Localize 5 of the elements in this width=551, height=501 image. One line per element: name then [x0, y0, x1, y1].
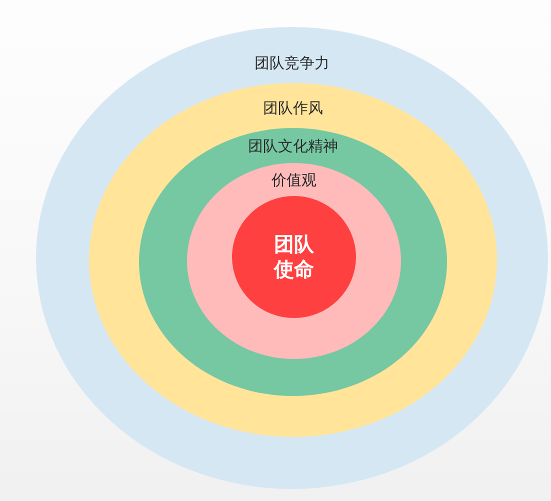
label: 团队竞争力	[254, 54, 330, 72]
label: 团队使命	[273, 232, 315, 282]
label: 团队文化精神	[248, 137, 338, 155]
label: 团队作风	[263, 99, 323, 117]
label: 价值观	[272, 171, 316, 189]
